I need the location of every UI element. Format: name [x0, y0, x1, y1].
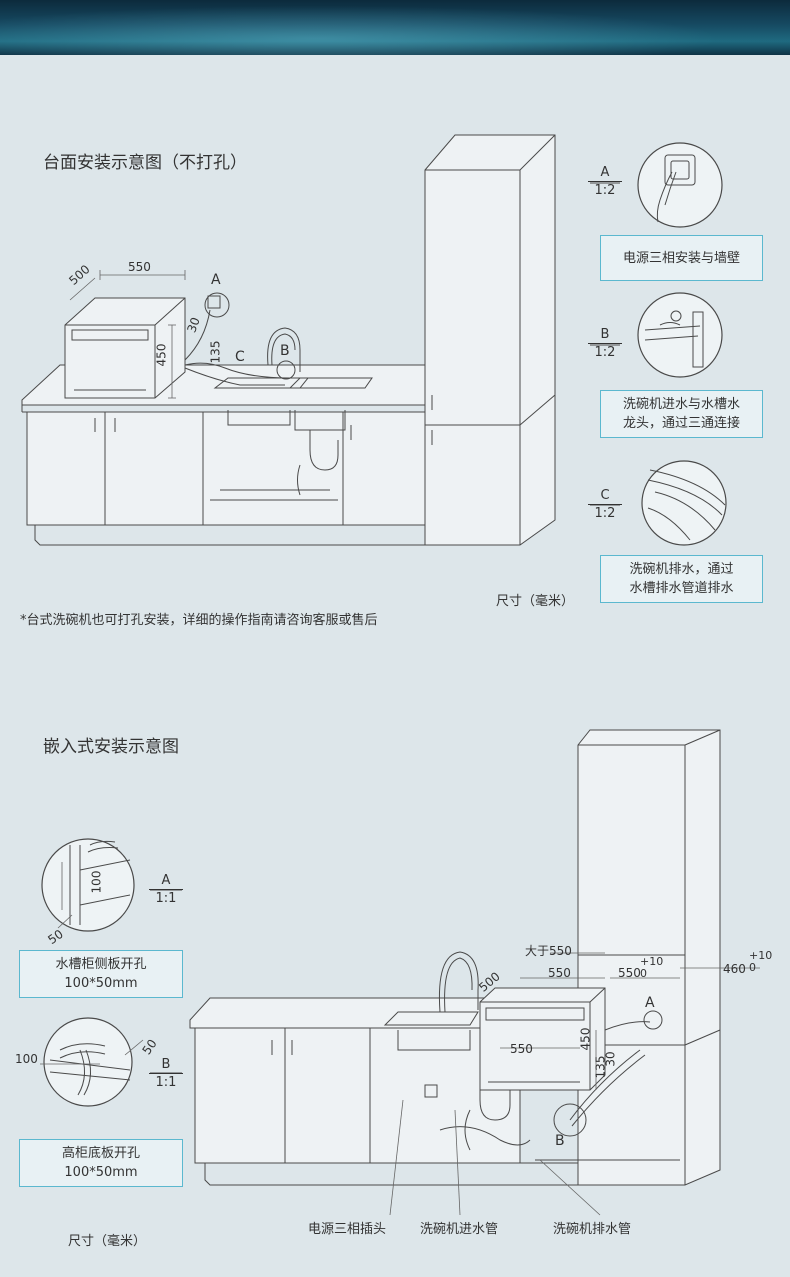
- builtin-dim-460: 460: [723, 962, 746, 976]
- builtin-dim-30: 30: [603, 1051, 618, 1067]
- label-power-plug: 电源三相插头: [308, 1222, 387, 1237]
- builtin-detail-b-dim-100: 100: [15, 1052, 38, 1066]
- marker-c: C: [235, 349, 245, 365]
- top-footnote: *台式洗碗机也可打孔安装，详细的操作指南请咨询客服或售后: [20, 613, 378, 628]
- bottom-unit-label: 尺寸（毫米）: [68, 1234, 147, 1249]
- marker-a-circle: [204, 292, 230, 318]
- detail-c-drawing: [641, 460, 727, 546]
- builtin-dim-450: 450: [578, 1027, 593, 1051]
- builtin-dim-550b: 550: [618, 966, 641, 980]
- builtin-dim-gt550: 大于550: [525, 944, 572, 958]
- label-inlet-hose: 洗碗机进水管: [420, 1222, 499, 1237]
- marker-b: B: [280, 343, 290, 359]
- banner-glow: [0, 0, 790, 55]
- detail-c-caption: 洗碗机排水，通过水槽排水管道排水: [600, 555, 763, 603]
- builtin-marker-a-circle: [643, 1010, 663, 1030]
- detail-b-drawing: [637, 292, 723, 378]
- header-banner: [0, 0, 790, 55]
- label-drain-hose: 洗碗机排水管: [553, 1222, 632, 1237]
- sink-cabinet: [202, 411, 344, 526]
- builtin-cabinet-left-door: [194, 1027, 286, 1164]
- tall-cabinet: [424, 134, 556, 546]
- dim-135: 135: [208, 340, 223, 364]
- builtin-install-title: 嵌入式安装示意图: [43, 737, 179, 757]
- builtin-dishwasher: [479, 987, 606, 1091]
- base-cabinet-left-door: [26, 411, 106, 526]
- detail-a-caption: 电源三相安装与墙壁: [600, 235, 763, 281]
- builtin-detail-b-drawing: [40, 1017, 144, 1107]
- detail-a-drawing: [637, 142, 723, 228]
- builtin-marker-b-circle: [553, 1103, 587, 1137]
- builtin-detail-a-dim-100: 100: [89, 870, 104, 894]
- base-cabinet-right-door: [342, 411, 426, 526]
- built-in-scene: [189, 729, 760, 1216]
- dim-width-550: 550: [128, 260, 151, 274]
- top-unit-label: 尺寸（毫米）: [496, 594, 575, 609]
- builtin-marker-a: A: [645, 995, 655, 1011]
- builtin-dim-550a: 550: [548, 966, 571, 980]
- builtin-cabinet-mid-door: [284, 1027, 371, 1164]
- countertop-install-title: 台面安装示意图（不打孔）: [43, 153, 247, 173]
- marker-a: A: [211, 272, 221, 288]
- dim-height-450: 450: [154, 343, 169, 367]
- builtin-marker-b: B: [555, 1133, 565, 1149]
- base-cabinet-mid-door: [104, 411, 204, 526]
- builtin-dim-550c: 550: [510, 1042, 533, 1056]
- marker-b-circle: [276, 360, 296, 380]
- builtin-detail-a-drawing: [41, 838, 135, 932]
- detail-b-caption: 洗碗机进水与水槽水龙头，通过三通连接: [600, 390, 763, 438]
- countertop-scene: [21, 134, 556, 546]
